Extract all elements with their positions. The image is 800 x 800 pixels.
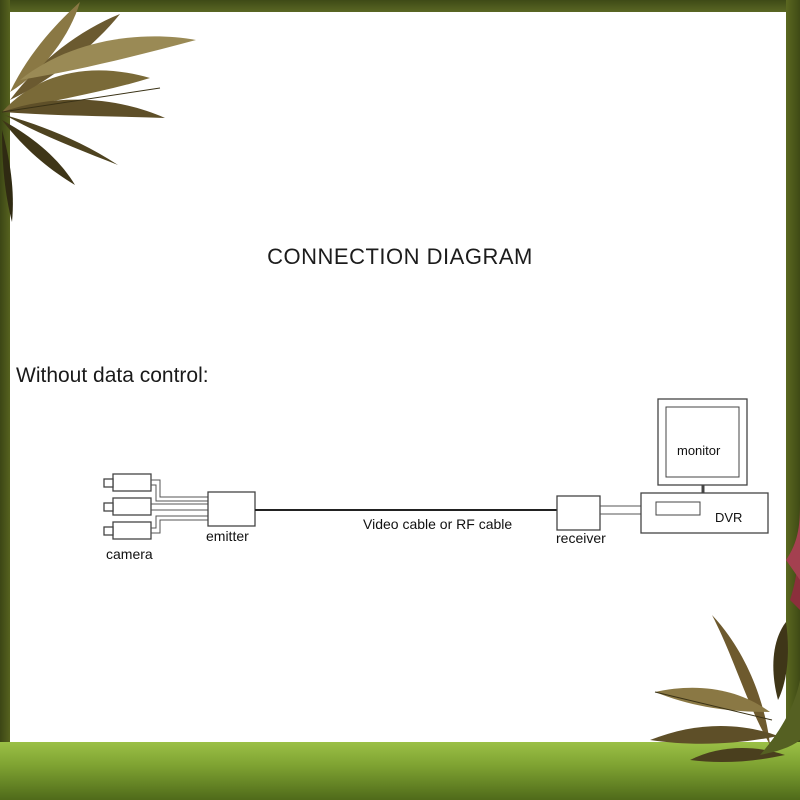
emitter-box: [207, 491, 256, 527]
receiver-dvr-leads: [600, 505, 641, 515]
receiver-label: receiver: [556, 530, 606, 546]
cable-label: Video cable or RF cable: [363, 516, 513, 532]
camera-leads: [151, 479, 208, 534]
camera-2: [103, 497, 152, 516]
camera-3: [103, 521, 152, 540]
frame-left-border: [0, 0, 10, 800]
receiver-box: [556, 495, 601, 531]
dvr-unit: [640, 492, 769, 534]
camera-1: [103, 473, 152, 492]
frame-top-border: [0, 0, 800, 12]
grass-strip: [0, 742, 800, 800]
camera-label: camera: [106, 546, 153, 562]
white-paper-panel: [10, 12, 786, 754]
camera-group: [103, 473, 152, 540]
diagram-title: CONNECTION DIAGRAM: [267, 244, 533, 269]
dvr-label: DVR: [715, 510, 743, 525]
emitter-label: emitter: [206, 528, 249, 544]
monitor-unit: [657, 398, 748, 493]
diagram-subtitle: Without data control:: [16, 364, 209, 387]
monitor-label: monitor: [677, 443, 721, 458]
